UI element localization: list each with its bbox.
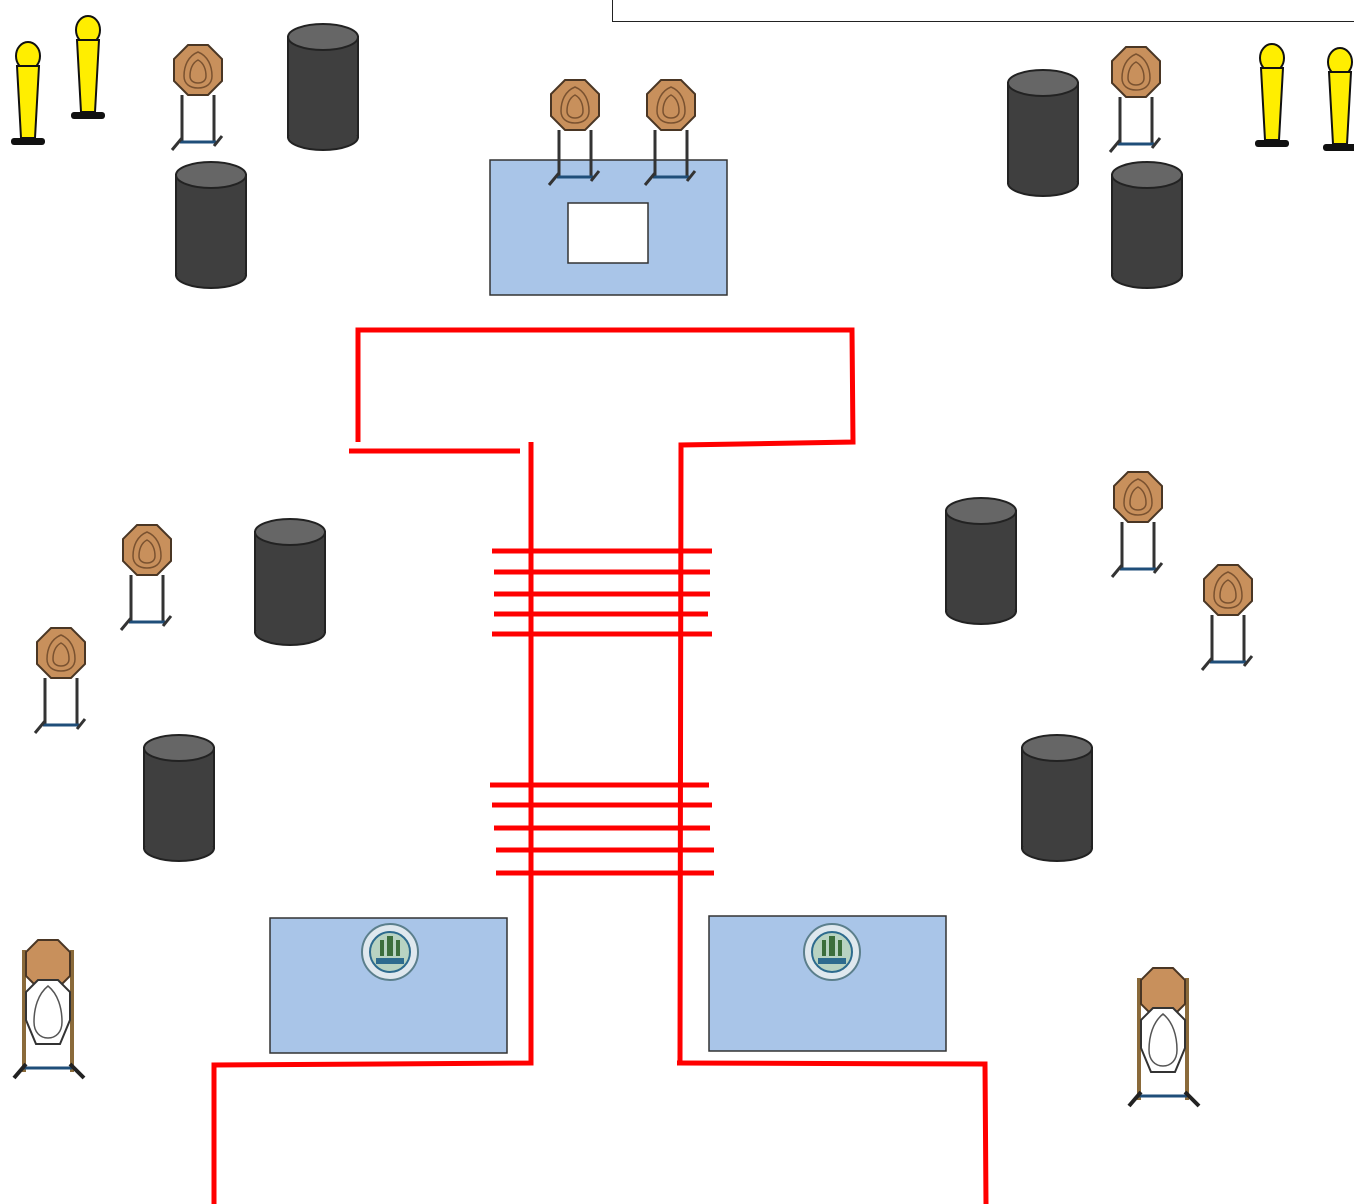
table-opening bbox=[567, 202, 649, 264]
club-logo-icon bbox=[361, 923, 419, 981]
barrel-icon bbox=[143, 734, 215, 862]
popper-icon bbox=[10, 41, 46, 146]
paper-target-icon bbox=[12, 938, 86, 1080]
barrel-icon bbox=[287, 23, 359, 151]
popper-icon bbox=[1254, 43, 1290, 148]
ladder-rungs-upper bbox=[492, 548, 712, 637]
barrel-icon bbox=[254, 518, 326, 646]
paper-target-icon bbox=[1127, 966, 1201, 1108]
barrel-icon bbox=[175, 161, 247, 289]
info-box bbox=[612, 0, 1354, 22]
popper-icon bbox=[1322, 47, 1354, 152]
course-lines bbox=[211, 327, 989, 1204]
club-logo-icon bbox=[803, 923, 861, 981]
barrel-icon bbox=[1007, 69, 1079, 197]
steel-target-icon bbox=[119, 523, 173, 632]
steel-target-icon bbox=[33, 626, 87, 735]
steel-target-icon bbox=[1110, 470, 1164, 579]
ladder-rungs-lower bbox=[490, 782, 714, 876]
steel-target-icon bbox=[170, 43, 224, 152]
barrel-icon bbox=[945, 497, 1017, 625]
barrel-icon bbox=[1111, 161, 1183, 289]
steel-target-icon bbox=[1108, 45, 1162, 154]
barrel-icon bbox=[1021, 734, 1093, 862]
popper-icon bbox=[70, 15, 106, 120]
steel-target-icon bbox=[1200, 563, 1254, 672]
